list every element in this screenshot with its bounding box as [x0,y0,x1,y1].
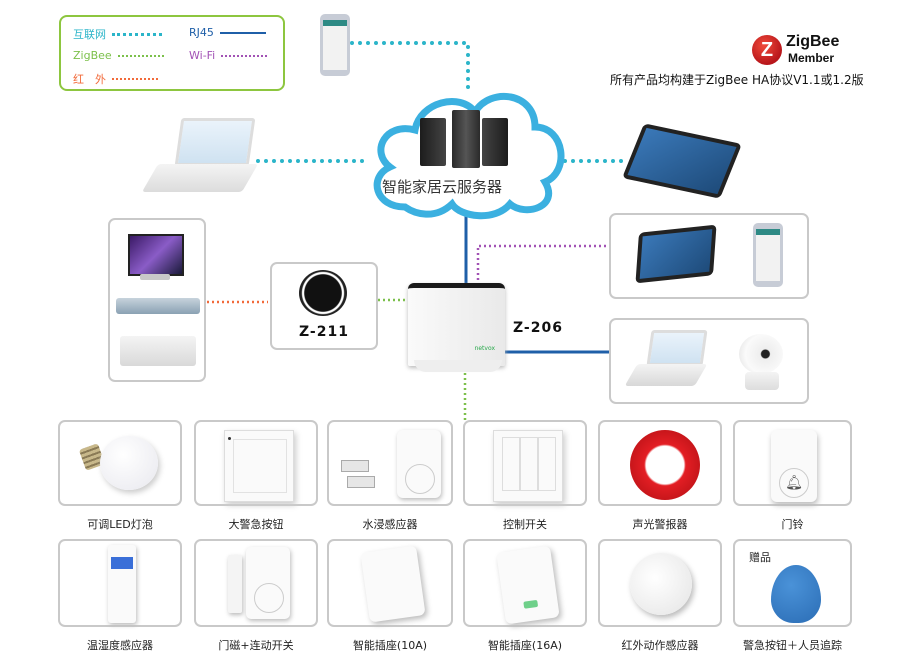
panic-pendant-icon [771,565,821,623]
ir-appliances-box [108,218,206,382]
product-card-smart-plug-16a[interactable]: 智能插座(16A) [463,539,587,652]
product-name: 门磁+连动开关 [218,639,294,652]
legend-item-rj45: RJ45 [189,26,266,39]
zigbee-protocol-note: 所有产品均构建于ZigBee HA协议V1.1或1.2版 [610,73,864,87]
ir-remote-box: Z-211 [270,262,378,350]
product-name: 门铃 [781,518,804,531]
products-row-1: 可调LED灯泡 大警急按钮 水浸感应器 控制开关 声光警报器 🔔︎ 门铃 [58,420,858,535]
temp-humidity-sensor-icon [108,545,136,623]
product-card-door-contact[interactable]: 门磁+连动开关 [194,539,318,652]
product-name: 智能插座(16A) [487,639,563,652]
product-name: 红外动作感应器 [621,639,699,652]
legend-swatch [221,54,268,57]
emergency-button-icon [224,430,294,502]
product-name: 可调LED灯泡 [87,518,153,531]
water-leak-sensor-icon [397,430,441,498]
magnet-icon [228,555,242,613]
zigbee-logo-icon: Z [752,35,782,65]
led-bulb-icon [100,436,158,490]
server-icon [452,110,480,168]
cloud-server-label: 智能家居云服务器 [382,178,503,196]
legend: 互联网 RJ45 ZigBee Wi-Fi 红 外 [59,15,285,91]
product-name: 水浸感应器 [362,518,418,531]
legend-item-infrared: 红 外 [73,71,158,87]
legend-item-wifi: Wi-Fi [189,49,268,62]
wifi-devices-box [609,213,809,299]
hub-gateway-icon: netvox [408,283,505,366]
probe-icon [341,460,369,472]
pir-sensor-icon [630,553,692,615]
hub-stand [414,360,502,372]
legend-label: 互联网 [73,28,106,41]
probe-icon [347,476,375,488]
server-icon [420,118,446,166]
legend-swatch [219,31,266,34]
product-card-siren[interactable]: 声光警报器 [598,420,722,531]
product-card-smart-plug-10a[interactable]: 智能插座(10A) [327,539,453,652]
set-top-box-icon [116,298,200,314]
hub-brand: netvox [474,345,495,352]
internet-link-phone [350,41,470,90]
product-card-doorbell[interactable]: 🔔︎ 门铃 [733,420,852,531]
zigbee-member: Member [788,51,835,65]
ir-remote-icon [299,270,347,316]
ir-remote-label: Z-211 [299,324,349,340]
hub-label: Z-206 [513,320,563,336]
gift-badge: 赠品 [749,551,771,564]
legend-swatch [117,54,164,57]
smartphone-icon [753,223,783,287]
bell-icon: 🔔︎ [779,468,809,498]
laptop-icon [624,330,711,392]
products-row-2: 温湿度感应器 门磁+连动开关 智能插座(10A) 智能插座(16A) 红外动作感… [58,539,858,654]
legend-label: RJ45 [189,26,214,39]
server-icon [482,118,508,166]
tablet-icon [635,224,717,284]
door-contact-icon [246,547,290,619]
legend-label: Wi-Fi [189,49,216,62]
product-card-pir-sensor[interactable]: 红外动作感应器 [598,539,722,652]
legend-label: 红 外 [73,73,106,86]
ip-camera-icon [739,334,783,374]
laptop-icon [141,118,262,196]
product-name: 控制开关 [503,518,547,531]
zigbee-brand: ZigBee [786,33,840,50]
product-card-water-leak-sensor[interactable]: 水浸感应器 [327,420,453,531]
product-name: 大警急按钮 [228,518,284,531]
legend-swatch [112,32,162,36]
product-card-emergency-button[interactable]: 大警急按钮 [194,420,318,531]
tv-monitor-icon [128,234,184,276]
product-name: 温湿度感应器 [87,639,153,652]
product-name: 智能插座(10A) [352,639,428,652]
product-card-led-bulb[interactable]: 可调LED灯泡 [58,420,182,531]
siren-icon [630,430,700,500]
legend-swatch [112,78,158,80]
product-card-panic-pendant[interactable]: 赠品 警急按钮＋人员追踪 [733,539,852,652]
lan-devices-box [609,318,809,404]
smart-plug-icon [496,545,560,625]
smart-plug-icon [360,545,426,623]
product-name: 警急按钮＋人员追踪 [743,639,842,652]
wall-switch-icon [493,430,563,502]
legend-item-zigbee: ZigBee [73,49,164,62]
doorbell-icon: 🔔︎ [771,430,817,502]
product-card-temp-humidity-sensor[interactable]: 温湿度感应器 [58,539,182,652]
legend-item-internet: 互联网 [73,26,162,42]
product-name: 声光警报器 [632,518,688,531]
zigbee-logo-letter: Z [760,39,774,61]
smartphone-icon [320,14,350,76]
air-conditioner-icon [120,336,196,366]
legend-label: ZigBee [73,49,112,62]
product-card-wall-switch[interactable]: 控制开关 [463,420,587,531]
